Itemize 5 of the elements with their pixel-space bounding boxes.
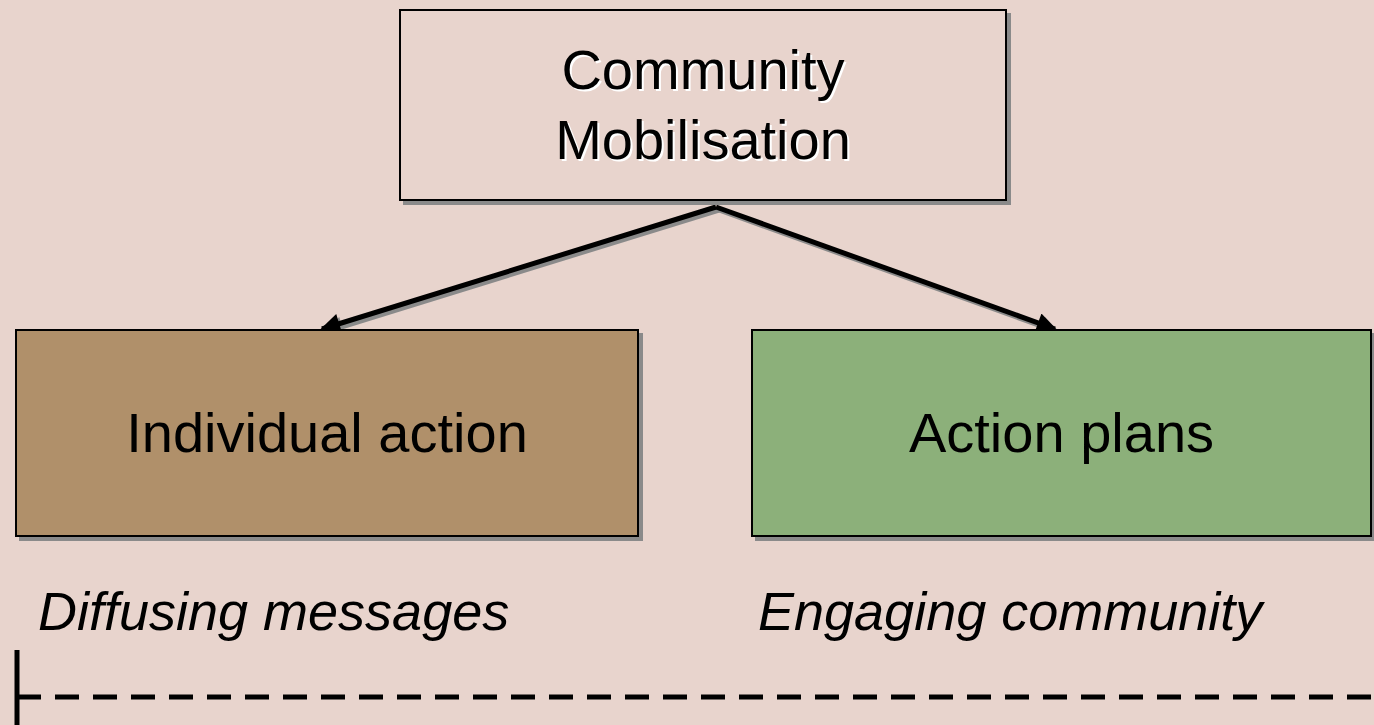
node-text: Action plans — [908, 400, 1215, 466]
node-text: Community Mobilisation — [554, 37, 852, 173]
caption-text: Diffusing messages — [38, 580, 510, 642]
caption-text: Engaging community — [758, 580, 1263, 642]
node-text: Individual action — [126, 400, 528, 466]
